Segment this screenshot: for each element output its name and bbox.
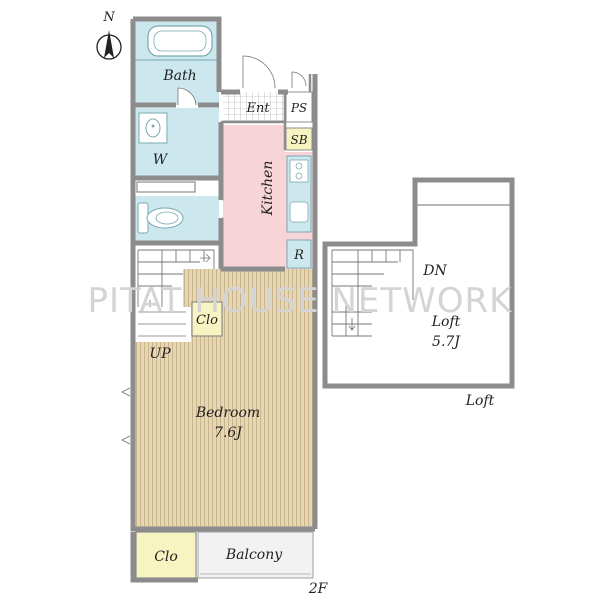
balcony-label: Balcony [225,547,283,563]
shelf [136,181,196,193]
loft-plan [322,177,515,389]
sb-label: SB [290,133,307,147]
kitchen-label: Kitchen [260,161,276,217]
kitchen-counter [286,155,312,233]
compass-icon: N [96,10,122,60]
ps-door[interactable] [291,71,307,88]
walls-2f-thin [221,74,312,150]
window-icon [121,435,131,445]
closet-upper [191,301,223,337]
loft-size: 5.7J [432,334,461,350]
stairs-up-label: UP [149,346,171,362]
ps-label: PS [290,101,307,115]
refrigerator-box [286,239,312,269]
ps-box [285,91,313,123]
refrigerator-label: R [293,248,304,263]
bathtub-icon [147,25,213,57]
entrance-door[interactable] [242,55,276,89]
watermark: PITAT HOUSE NETWORK [88,281,514,321]
toilet-icon [137,202,184,234]
closet-lower [135,531,197,579]
closet-lower-label: Clo [154,549,178,565]
stairs-down-label: DN [422,263,447,279]
bath-label: Bath [162,68,196,84]
entrance-floor [223,92,285,122]
window-icon [121,387,131,397]
walls-2f [130,16,318,583]
bedroom-size: 7.6J [214,425,243,441]
floor-2f-label: 2F [308,581,329,597]
loft-room-label: Loft [431,314,461,330]
bedroom-label: Bedroom [195,405,260,421]
floor-loft-label: Loft [465,393,495,409]
entrance-label: Ent [245,101,270,116]
stove-burner-icon [295,162,303,170]
bedroom-floor [133,307,313,529]
bedroom-floor-upper [183,269,313,307]
stove-burner-icon [295,172,303,180]
balcony [197,531,314,579]
washroom-label: W [153,152,169,168]
sink-icon [138,112,168,144]
compass-north-label: N [102,10,115,25]
staircase-loft [331,249,414,337]
bath-door[interactable] [177,87,197,106]
closet-upper-label: Clo [196,313,218,328]
kitchen-area [223,125,285,269]
kitchen-sink-icon [289,201,309,223]
